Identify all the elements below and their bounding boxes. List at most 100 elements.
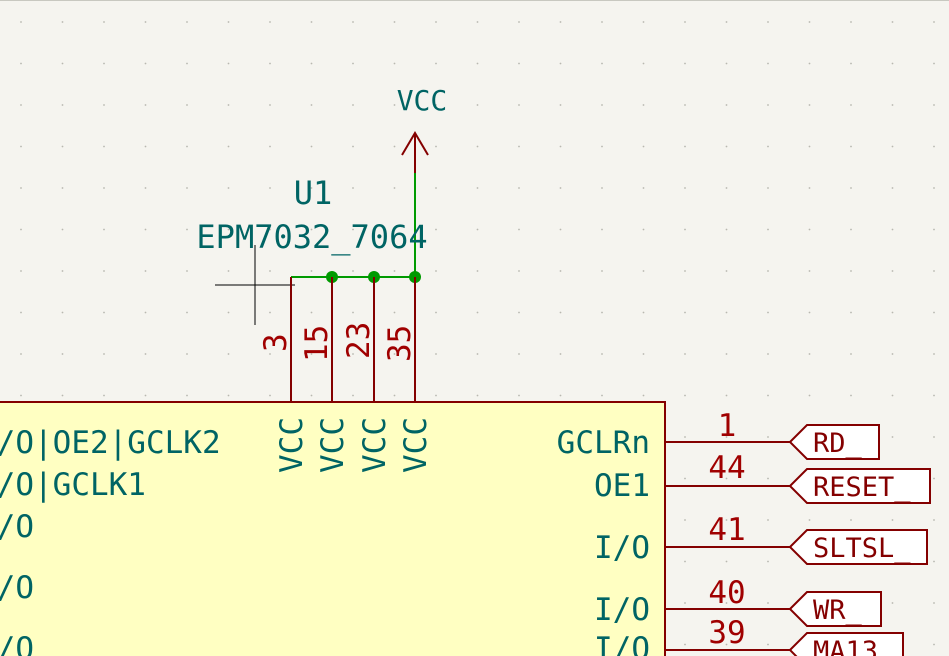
grid-dot	[435, 21, 437, 23]
grid-dot	[476, 62, 479, 65]
right-pin[interactable]: I/O 40 WR_	[594, 575, 882, 628]
grid-dot	[352, 394, 354, 397]
grid-dot	[393, 228, 396, 231]
grid-dot	[227, 353, 230, 355]
pin-name: I/O	[594, 631, 650, 656]
grid-dot	[767, 353, 769, 355]
grid-dot	[186, 311, 188, 314]
grid-dot	[559, 228, 562, 231]
grid-dot	[808, 394, 811, 397]
grid-dot	[601, 228, 603, 231]
grid-dot	[767, 519, 769, 521]
net-label-shape[interactable]	[788, 632, 904, 656]
grid-dot	[933, 394, 935, 397]
grid-dot	[725, 228, 728, 231]
grid-dot	[518, 21, 520, 23]
component-value[interactable]: EPM7032_7064	[196, 218, 427, 256]
grid-dot	[269, 394, 271, 397]
grid-dot	[559, 145, 562, 148]
net-label[interactable]: RD_	[813, 428, 863, 459]
grid-dot	[850, 353, 852, 355]
pin-name[interactable]: I/O|GCLK1	[0, 467, 146, 503]
grid-dot	[227, 228, 230, 231]
vcc-pin[interactable]: 35 VCC	[382, 277, 434, 473]
grid-dot	[61, 21, 64, 23]
grid-dot	[103, 187, 105, 189]
grid-dot	[61, 394, 64, 397]
grid-dot	[227, 394, 230, 397]
right-pin[interactable]: GCLRn 1 RD_	[557, 408, 880, 461]
grid-dot	[684, 477, 686, 480]
pin-name[interactable]: I/O	[0, 509, 34, 545]
grid-dot	[642, 394, 645, 397]
grid-dot	[725, 311, 728, 314]
grid-dot	[61, 311, 64, 314]
right-pin[interactable]: I/O 39 MA13	[594, 615, 904, 656]
grid-dot	[310, 187, 313, 189]
grid-dot	[144, 394, 147, 397]
grid-dot	[476, 228, 479, 231]
grid-dot	[103, 62, 105, 65]
grid-dot	[476, 145, 479, 148]
grid-dot	[61, 104, 64, 106]
grid-dot	[20, 228, 22, 231]
grid-dot	[850, 187, 852, 189]
grid-dot	[601, 62, 603, 65]
net-label-shape[interactable]	[788, 529, 928, 565]
grid-dot	[891, 62, 894, 65]
net-label[interactable]: WR_	[813, 595, 863, 626]
grid-dot	[518, 394, 520, 397]
grid-dot	[269, 353, 271, 355]
right-pin[interactable]: OE1 44 RESET_	[594, 450, 931, 504]
grid-dot	[103, 145, 105, 148]
grid-dot	[352, 228, 354, 231]
grid-dot	[684, 311, 686, 314]
pin-name: VCC	[398, 417, 434, 473]
vcc-pin[interactable]: 15 VCC	[299, 277, 351, 473]
grid-dot	[186, 228, 188, 231]
net-label[interactable]: RESET_	[813, 472, 911, 503]
pin-number: 15	[299, 325, 335, 362]
grid-dot	[808, 21, 811, 23]
net-label-shape[interactable]	[788, 424, 880, 460]
grid-dot	[227, 62, 230, 65]
grid-dot	[601, 21, 603, 23]
component-reference[interactable]: U1	[294, 174, 333, 212]
vcc-pin[interactable]: 23 VCC	[341, 277, 393, 473]
grid-dot	[310, 394, 313, 397]
vcc-power-symbol[interactable]: VCC	[397, 84, 448, 173]
grid-dot	[642, 228, 645, 231]
grid-dot	[269, 62, 271, 65]
grid-dot	[20, 394, 22, 397]
vcc-pin[interactable]: 3 VCC	[258, 277, 310, 473]
grid-dot	[891, 187, 894, 189]
pin-name[interactable]: I/O|OE2|GCLK2	[0, 425, 221, 461]
grid-dot	[310, 270, 313, 272]
grid-dot	[186, 21, 188, 23]
component-body[interactable]	[0, 401, 666, 656]
grid-dot	[352, 311, 354, 314]
net-label-shape[interactable]	[788, 468, 931, 504]
grid-dot	[767, 643, 769, 646]
grid-dot	[808, 187, 811, 189]
net-label[interactable]: MA13	[813, 636, 878, 656]
grid-dot	[725, 519, 728, 521]
grid-dot	[642, 311, 645, 314]
grid-dot	[61, 353, 64, 355]
grid-dot	[61, 270, 64, 272]
grid-dot	[933, 311, 935, 314]
pin-name[interactable]: I/O	[0, 570, 34, 606]
grid-dot	[144, 104, 147, 106]
grid-dot	[310, 62, 313, 65]
net-label-shape[interactable]	[788, 591, 882, 627]
vcc-power-label: VCC	[397, 84, 448, 117]
grid-dot	[393, 311, 396, 314]
grid-dot	[144, 187, 147, 189]
right-pin[interactable]: I/O 41 SLTSL_	[594, 512, 928, 566]
net-label[interactable]: SLTSL_	[813, 533, 911, 564]
pin-name[interactable]: I/O	[0, 631, 34, 656]
grid-dot	[642, 353, 645, 355]
grid-dot	[725, 643, 728, 646]
grid-dot	[518, 145, 520, 148]
